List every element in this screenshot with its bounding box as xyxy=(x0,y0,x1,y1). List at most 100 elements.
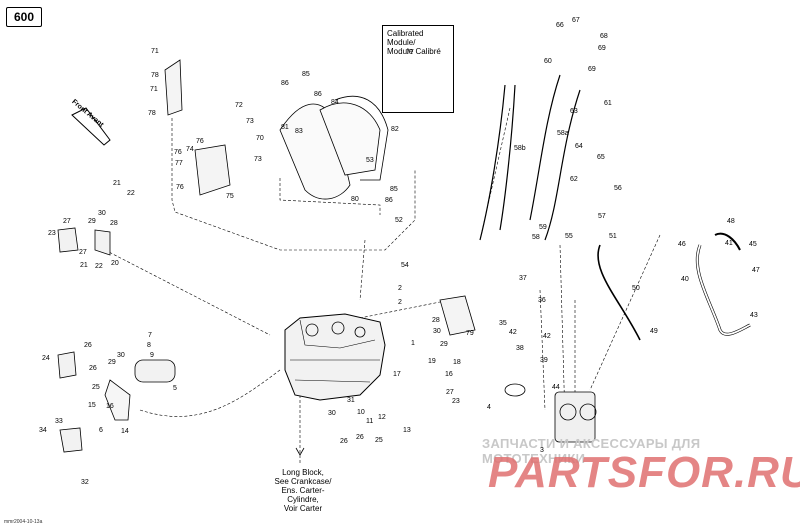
callout-number: 16 xyxy=(445,371,453,378)
callout-number: 20 xyxy=(111,260,119,267)
callout-number: 43 xyxy=(750,312,758,319)
callout-number: 27 xyxy=(63,218,71,225)
note-line: Long Block, xyxy=(282,468,324,477)
callout-number: 16 xyxy=(106,403,114,410)
starter-bracket xyxy=(104,379,131,421)
callout-number: 23 xyxy=(48,230,56,237)
callout-number: 23 xyxy=(452,398,460,405)
starter-motor xyxy=(134,359,176,383)
callout-number: 38 xyxy=(516,345,524,352)
callout-number: 24 xyxy=(42,355,50,362)
callout-number: 30 xyxy=(117,352,125,359)
callout-number: 7 xyxy=(148,332,152,339)
callout-number: 28 xyxy=(110,220,118,227)
calibrated-module-label: Calibrated Module/ Module Calibré xyxy=(387,29,453,56)
spark-plug-lead xyxy=(164,59,183,116)
leader-line xyxy=(359,239,366,301)
calibrated-module-line1: Calibrated Module/ xyxy=(387,29,424,47)
callout-number: 58 xyxy=(532,234,540,241)
callout-number: 45 xyxy=(749,241,757,248)
callout-number: 74 xyxy=(186,146,194,153)
leader-line xyxy=(279,178,381,215)
callout-number: 40 xyxy=(681,276,689,283)
callout-number: 66 xyxy=(556,22,564,29)
callout-number: 60 xyxy=(544,58,552,65)
callout-number: 68 xyxy=(600,33,608,40)
callout-number: 25 xyxy=(92,384,100,391)
callout-number: 44 xyxy=(552,384,560,391)
fuel-hose xyxy=(695,244,751,336)
callout-number: 46 xyxy=(678,241,686,248)
callout-number: 42 xyxy=(543,333,551,340)
callout-number: 33 xyxy=(55,418,63,425)
callout-number: 51 xyxy=(609,233,617,240)
leader-line xyxy=(559,244,566,421)
oil-pump-cable xyxy=(529,74,561,221)
callout-number: 1 xyxy=(411,340,415,347)
callout-number: 26 xyxy=(89,365,97,372)
page-number: 600 xyxy=(13,10,35,24)
callout-number: 5 xyxy=(173,385,177,392)
callout-number: 26 xyxy=(84,342,92,349)
engine-mount xyxy=(57,351,77,379)
callout-number: 17 xyxy=(393,371,401,378)
callout-number: 57 xyxy=(598,213,606,220)
page-number-box: 600 xyxy=(6,7,42,27)
callout-number: 77 xyxy=(406,49,414,56)
callout-number: 41 xyxy=(725,240,733,247)
engine-mount xyxy=(59,427,83,453)
callout-number: 69 xyxy=(588,66,596,73)
callout-number: 26 xyxy=(340,438,348,445)
note-line: See Crankcase/ xyxy=(274,477,332,486)
callout-number: 42 xyxy=(509,329,517,336)
throttle-linkage xyxy=(194,144,231,196)
leader-line xyxy=(539,289,546,411)
callout-number: 37 xyxy=(519,275,527,282)
leader-line xyxy=(349,299,451,321)
belt-guard-bracket xyxy=(319,102,381,176)
callout-number: 75 xyxy=(226,193,234,200)
engine-mount xyxy=(57,227,79,253)
calibrated-module-line2: Module Calibré xyxy=(387,47,441,56)
callout-number: 11 xyxy=(366,418,374,425)
callout-number: 29 xyxy=(88,218,96,225)
callout-number: 19 xyxy=(428,358,436,365)
callout-number: 10 xyxy=(357,409,365,416)
leader-line xyxy=(104,249,271,336)
callout-number: 55 xyxy=(565,233,573,240)
callout-number: 26 xyxy=(356,434,364,441)
throttle-cable xyxy=(479,84,506,241)
fuel-hose-inner xyxy=(696,244,751,336)
note-line: Voir Carter xyxy=(283,504,323,513)
callout-number: 13 xyxy=(403,427,411,434)
throttle-cable xyxy=(499,84,516,231)
callout-number: 73 xyxy=(254,156,262,163)
callout-number: 22 xyxy=(95,263,103,270)
callout-number: 78 xyxy=(151,72,159,79)
watermark-text: ЗАПЧАСТИ И АКСЕССУАРЫ ДЛЯ МОТОТЕХНИКИ xyxy=(482,436,701,466)
watermark-logo: PARTSFOR.RU xyxy=(488,448,800,497)
front-arrow xyxy=(71,107,111,146)
callout-number: 59 xyxy=(539,224,547,231)
note-line: Ens. Carter-Cylindre, xyxy=(281,486,325,504)
callout-number: 53 xyxy=(366,157,374,164)
callout-number: 14 xyxy=(121,428,129,435)
callout-number: 83 xyxy=(295,128,303,135)
callout-number: 85 xyxy=(390,186,398,193)
callout-number: 86 xyxy=(385,197,393,204)
callout-number: 47 xyxy=(752,267,760,274)
callout-number: 8 xyxy=(147,342,151,349)
callout-number: 71 xyxy=(151,48,159,55)
callout-number: 80 xyxy=(351,196,359,203)
callout-number: 32 xyxy=(81,479,89,486)
hose xyxy=(597,244,641,341)
callout-number: 77 xyxy=(175,160,183,167)
calibrated-module-box: Calibrated Module/ Module Calibré xyxy=(382,25,454,113)
long-block-note: Long Block, See Crankcase/ Ens. Carter-C… xyxy=(268,468,338,513)
callout-number: 12 xyxy=(378,414,386,421)
callout-number: 34 xyxy=(39,427,47,434)
callout-number: 50 xyxy=(632,285,640,292)
callout-number: 31 xyxy=(347,397,355,404)
callout-number: 70 xyxy=(256,135,264,142)
callout-number: 86 xyxy=(314,91,322,98)
